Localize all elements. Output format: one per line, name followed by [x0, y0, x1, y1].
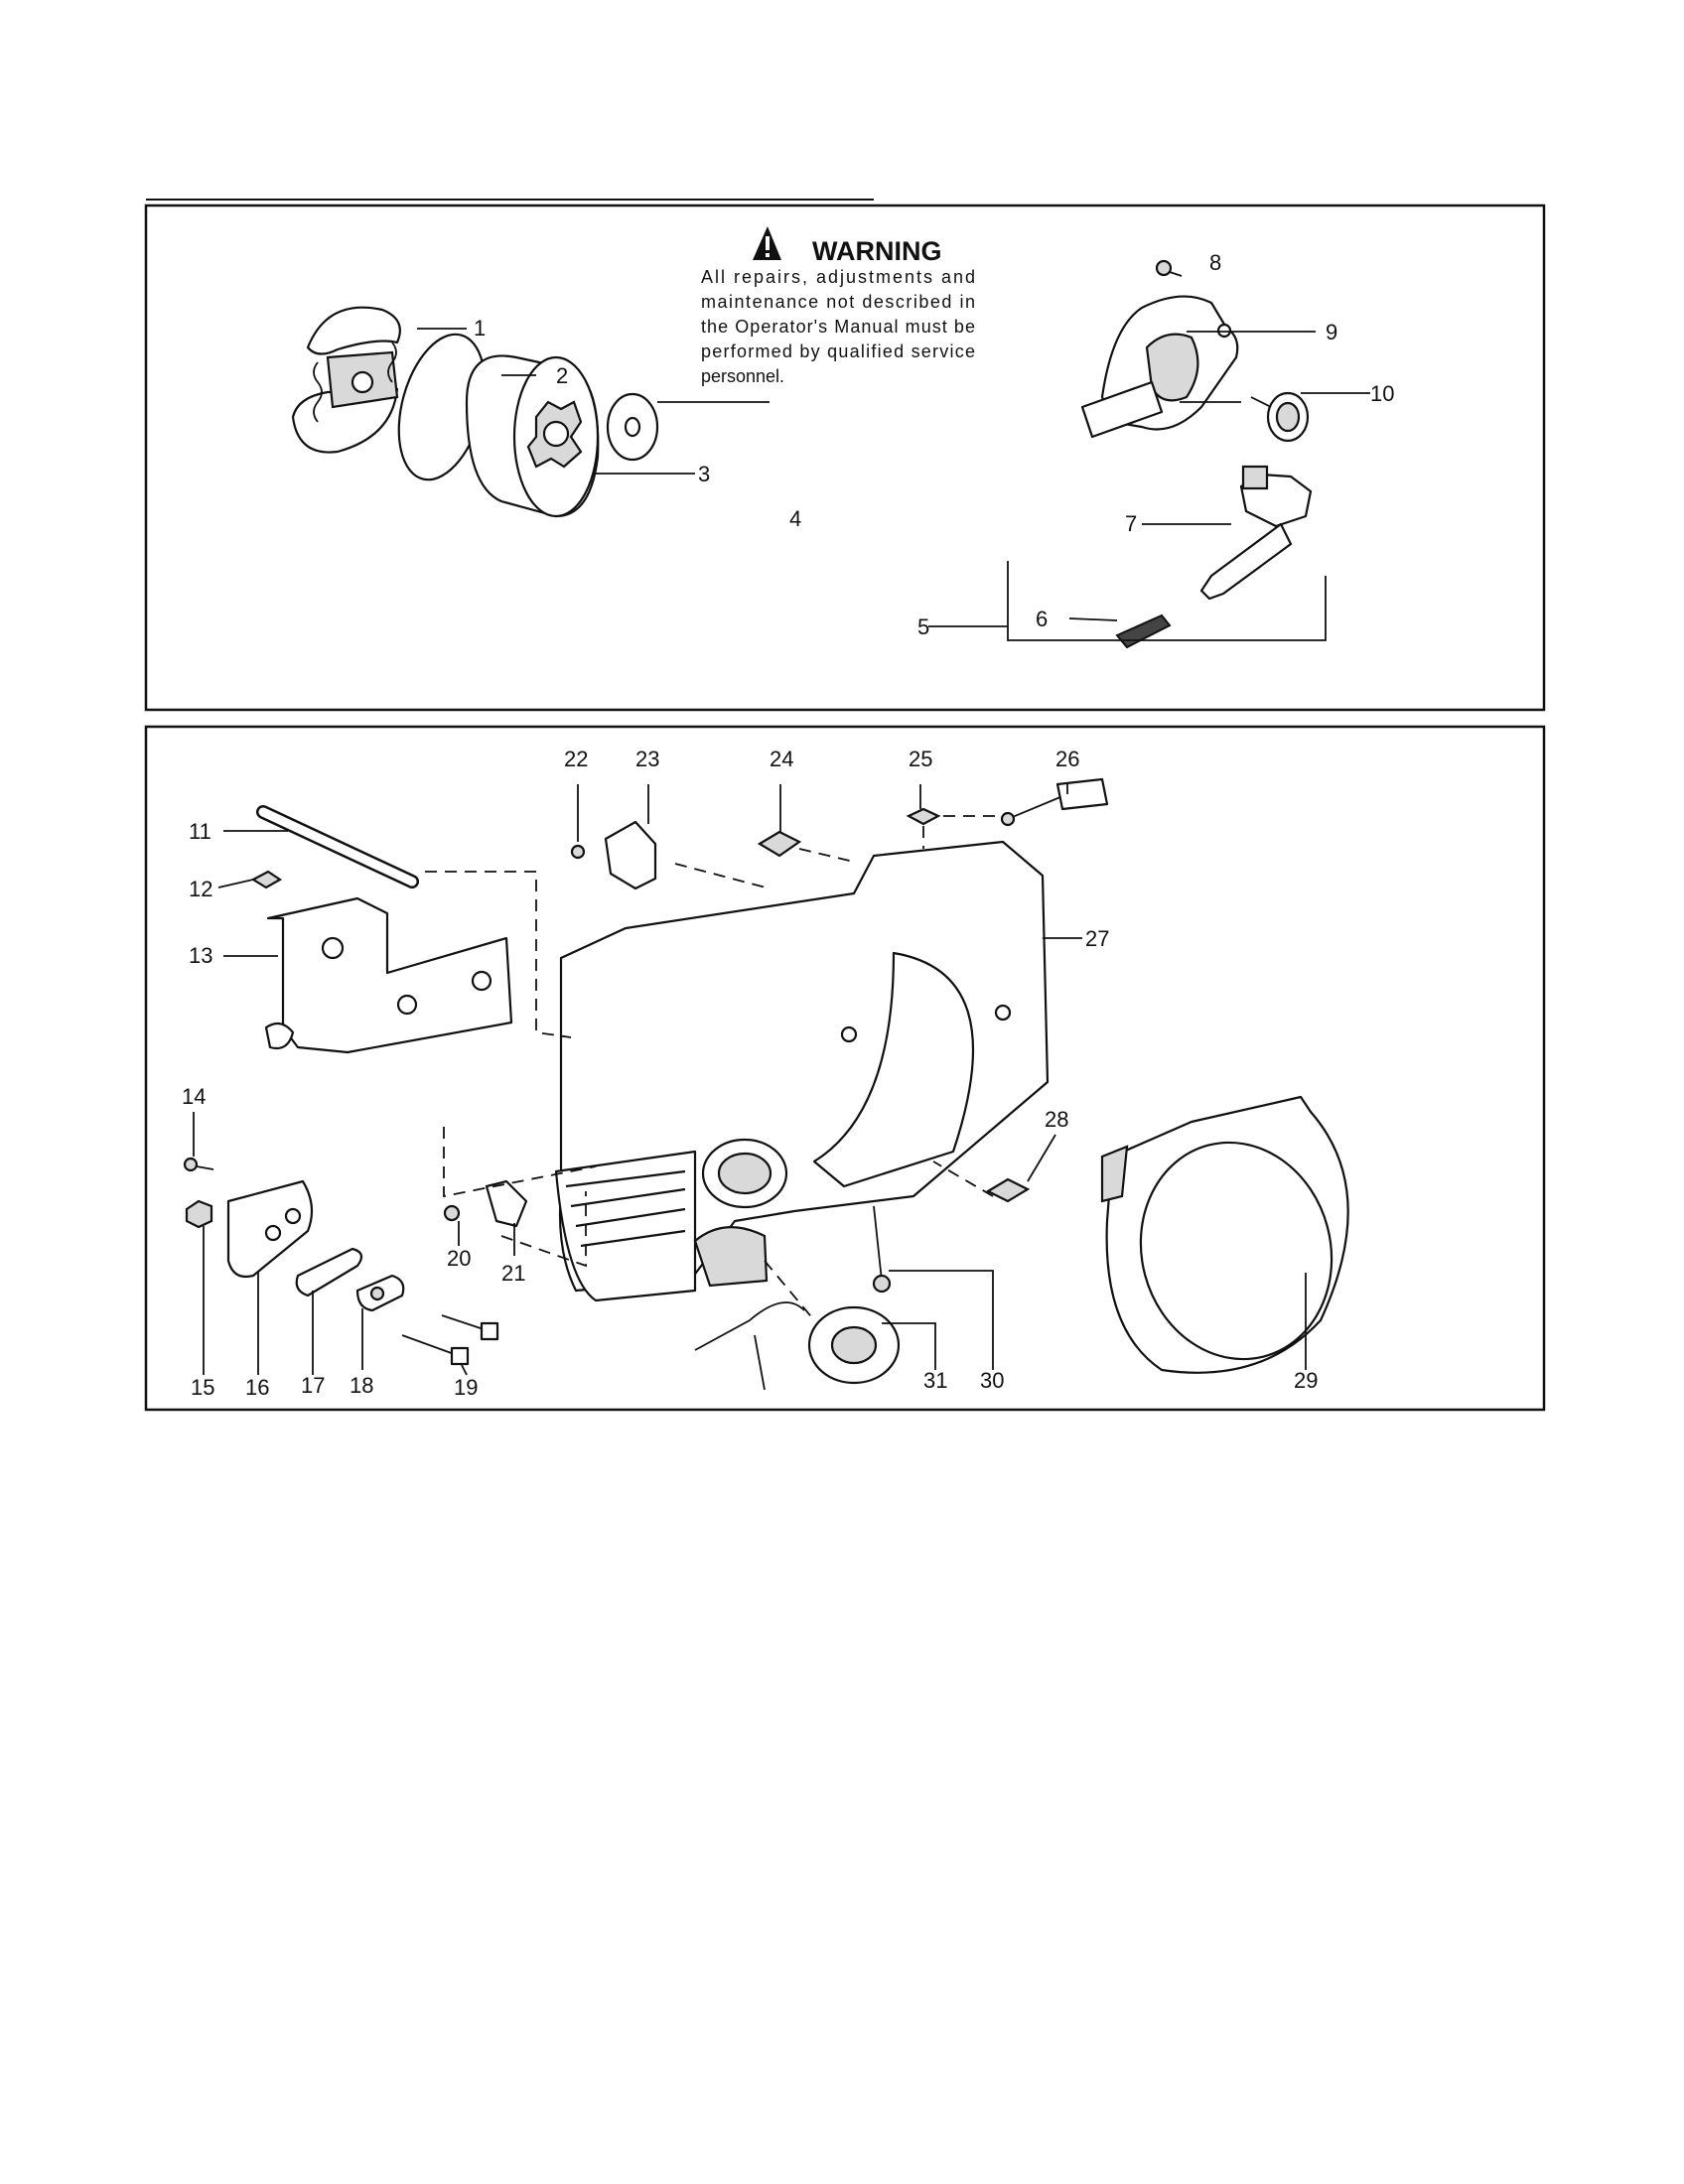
part-rewind-spring	[694, 1301, 901, 1391]
part-catcher	[485, 1179, 528, 1228]
part-nut-15	[185, 1199, 213, 1229]
part-plate-17	[295, 1247, 363, 1297]
part-bracket-plate	[264, 896, 513, 1054]
bottom-leaders	[193, 784, 1307, 1376]
callout-17: 17	[301, 1373, 325, 1398]
callout-21: 21	[501, 1261, 525, 1286]
callout-8: 8	[1209, 250, 1221, 275]
callout-19: 19	[454, 1375, 478, 1400]
callout-6: 6	[1036, 607, 1048, 631]
part-washer	[606, 392, 659, 462]
callout-2: 2	[556, 363, 568, 388]
callout-7: 7	[1125, 511, 1137, 536]
part-screw-8	[1155, 259, 1183, 277]
part-screw-14	[183, 1157, 214, 1172]
part-bolts	[401, 1314, 499, 1366]
callout-16: 16	[245, 1375, 269, 1400]
callout-10: 10	[1370, 381, 1394, 406]
callout-24: 24	[770, 747, 793, 771]
part-nut-28	[985, 1177, 1031, 1203]
warning-block: WARNING All repairs, adjustments and mai…	[701, 226, 975, 386]
bottom-panel-frame	[144, 725, 1546, 1412]
callout-28: 28	[1045, 1107, 1068, 1132]
callout-15: 15	[191, 1375, 214, 1400]
callout-23: 23	[635, 747, 659, 771]
part-oil-line	[1199, 465, 1313, 601]
warning-line-2: maintenance not described in	[701, 292, 975, 312]
callout-4: 4	[789, 506, 801, 531]
part-main-housing	[554, 840, 1050, 1302]
callout-30: 30	[980, 1368, 1004, 1393]
part-bolt-30	[872, 1205, 892, 1294]
part-mount-23	[604, 820, 657, 890]
callout-9: 9	[1326, 320, 1337, 344]
callout-14: 14	[182, 1084, 206, 1109]
callout-12: 12	[189, 877, 212, 901]
top-leaders	[417, 328, 1370, 641]
callout-1: 1	[474, 316, 486, 341]
callout-25: 25	[909, 747, 932, 771]
callout-27: 27	[1085, 926, 1109, 951]
part-lever	[1000, 777, 1109, 827]
part-nut-24	[757, 830, 802, 858]
warning-triangle-icon	[753, 226, 781, 260]
top-panel-frame	[144, 204, 1546, 712]
callout-13: 13	[189, 943, 212, 968]
callout-26: 26	[1055, 747, 1079, 771]
callout-3: 3	[698, 462, 710, 486]
part-cover	[1100, 1095, 1349, 1374]
callout-5: 5	[917, 614, 929, 639]
part-worm-gear	[1250, 391, 1310, 443]
part-tensioner	[355, 1274, 405, 1312]
callout-31: 31	[923, 1368, 947, 1393]
warning-line-4: performed by qualified service	[701, 341, 975, 361]
callout-22: 22	[564, 747, 588, 771]
warning-title: WARNING	[812, 236, 942, 266]
part-nut-25	[906, 807, 941, 826]
part-plate-16	[226, 1179, 314, 1279]
callout-11: 11	[189, 819, 211, 844]
part-clutch-shoes	[291, 306, 401, 454]
part-clutch-drum	[465, 354, 600, 518]
warning-line-1: All repairs, adjustments and	[701, 267, 975, 287]
callout-18: 18	[350, 1373, 373, 1398]
part-rod	[256, 805, 419, 888]
warning-line-3: the Operator's Manual must be	[701, 317, 975, 337]
part-screw-22	[570, 844, 586, 860]
part-screw-20	[443, 1204, 461, 1222]
callout-20: 20	[447, 1246, 471, 1271]
part-nut-12	[250, 870, 283, 889]
part-oil-pump	[1080, 295, 1239, 439]
part-strainer	[1115, 614, 1172, 649]
assembly-dash-lines	[425, 815, 998, 1321]
callout-29: 29	[1294, 1368, 1318, 1393]
warning-line-5: personnel.	[701, 366, 784, 386]
